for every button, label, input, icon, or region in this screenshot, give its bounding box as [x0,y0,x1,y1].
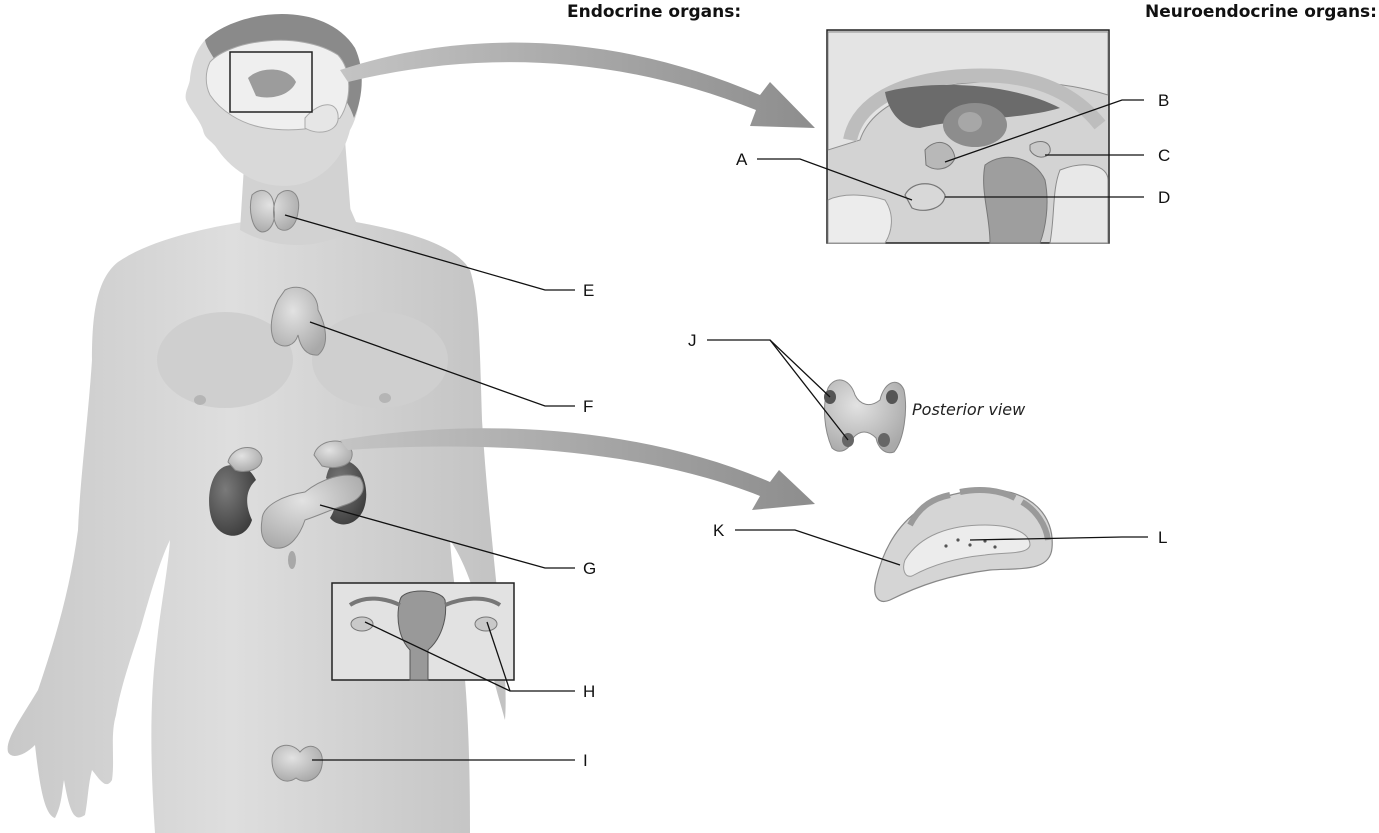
leader-line-H2 [486,621,511,692]
uterus [397,590,447,681]
navel [288,551,296,569]
leader-line-K [735,529,901,566]
leader-line-J1 [707,339,831,398]
medulla-dot-3 [968,543,972,547]
cerebellum-overlay [304,104,339,133]
label-A: A [736,150,748,169]
label-D: D [1158,188,1170,207]
parathyroid-lower-right [878,433,890,447]
adrenal-cross-section [874,487,1053,602]
leader-line-G [319,504,575,569]
leader-line-A [757,158,913,201]
endocrine-organs-heading: Endocrine organs: [567,2,741,22]
midbrain-sketch [248,69,296,98]
hair [205,14,362,118]
label-E: E [583,281,594,300]
nipple-right [379,393,391,403]
neuroendocrine-organs-heading: Neuroendocrine organs: [1145,2,1377,22]
label-F: F [583,397,593,416]
pituitary-gland [904,183,946,211]
head-inset-box [229,51,313,113]
cerebellum [1049,164,1109,244]
leader-line-L [969,536,1148,541]
label-I: I [583,751,588,770]
parathyroid-upper-right [886,390,898,404]
adrenal-cortex-bumps [907,487,1051,541]
ovary-left [350,616,374,632]
arrow-to-adrenal-inset [340,428,815,510]
body-silhouette [7,185,506,833]
brainstem [983,156,1048,244]
posterior-view-caption: Posterior view [912,400,1026,419]
parathyroid-posterior-view: Posterior view [824,379,1026,454]
adrenal-medulla [903,524,1031,577]
leader-line-B [944,99,1144,163]
pectoral-left [157,312,293,408]
adrenal-gland-left [227,447,263,472]
leader-line-E [284,214,575,291]
label-L: L [1158,528,1167,547]
corpus-callosum [843,68,1106,142]
label-C: C [1158,146,1170,165]
label-J: J [688,331,697,350]
sinus-bone [827,194,892,244]
kidney-left [209,464,256,536]
testes [271,744,323,782]
nipple-left [194,395,206,405]
human-figure [7,14,506,833]
body-organs [209,190,515,782]
thyroid-gland [249,190,300,233]
label-H: H [583,682,595,701]
fallopian-tube-right [444,596,502,607]
thalamus-highlight [958,112,982,132]
leader-line-F [309,321,575,407]
medulla-dot-1 [944,544,948,548]
label-B: B [1158,91,1169,110]
label-G: G [583,559,596,578]
ovary-right [474,616,498,632]
leader-lines [284,99,1148,761]
fallopian-tube-left [348,596,401,607]
label-K: K [713,521,725,540]
adrenal-gland-right [313,440,353,468]
letter-labels: A B C D E F G H I J K L [583,91,1170,770]
brain-inset [826,29,1110,244]
arrow-to-brain-inset [340,42,815,128]
leader-line-J2 [769,339,849,441]
pectoral-right [312,312,448,408]
thymus-gland [270,286,326,356]
pineal-gland [1029,141,1051,158]
medulla-dot-2 [956,538,960,542]
pancreas [260,474,364,549]
medulla-dot-5 [993,545,997,549]
